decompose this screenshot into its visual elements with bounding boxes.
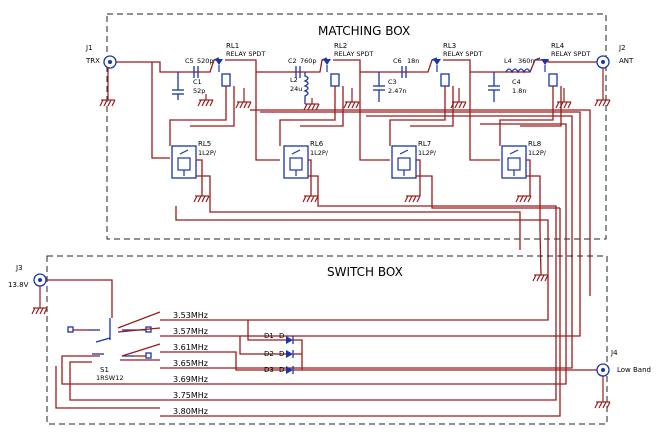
c6-value: 18n bbox=[407, 57, 419, 65]
c5-ref: C5 bbox=[185, 57, 194, 65]
l4-value: 360n bbox=[518, 57, 535, 65]
l2-value: 24u bbox=[290, 85, 302, 93]
freq-4: 3.65MHz bbox=[173, 359, 208, 368]
l2-ref: L2 bbox=[290, 76, 298, 84]
j1-name: TRX bbox=[85, 57, 100, 65]
rl8-type: 1L2P/ bbox=[528, 149, 547, 157]
c5-value: 520p bbox=[197, 57, 214, 65]
rl6-type: 1L2P/ bbox=[310, 149, 329, 157]
freq-2: 3.57MHz bbox=[173, 327, 208, 336]
j4-ref: J4 bbox=[610, 349, 618, 357]
d2-ref: D2 bbox=[264, 350, 274, 358]
rl4-type: RELAY SPDT bbox=[551, 50, 590, 58]
s1-type: 1RSW12 bbox=[96, 374, 123, 382]
d2-type: D bbox=[279, 350, 284, 358]
c1-value: 52p bbox=[193, 87, 205, 95]
c3-ref: C3 bbox=[388, 78, 397, 86]
rl1-ref: RL1 bbox=[226, 42, 239, 50]
c2-value: 760p bbox=[300, 57, 317, 65]
rl5-ref: RL5 bbox=[198, 140, 211, 148]
j3-ref: J3 bbox=[15, 264, 23, 272]
d1-type: D bbox=[279, 332, 284, 340]
c4-value: 1.8n bbox=[512, 87, 526, 95]
j2-name: ANT bbox=[619, 57, 634, 65]
switch-box-border bbox=[46, 255, 608, 425]
c4-ref: C4 bbox=[512, 78, 521, 86]
rl6-ref: RL6 bbox=[310, 140, 324, 148]
rl2-ref: RL2 bbox=[334, 42, 347, 50]
c6-ref: C6 bbox=[393, 57, 402, 65]
j4-name: Low Band bbox=[617, 366, 651, 374]
freq-7: 3.80MHz bbox=[173, 407, 208, 416]
j4-connector[interactable] bbox=[596, 363, 610, 377]
j1-ref: J1 bbox=[85, 44, 93, 52]
switch-box-title: SWITCH BOX bbox=[327, 265, 403, 279]
c3-value: 2.47n bbox=[388, 87, 407, 95]
rl8-ref: RL8 bbox=[528, 140, 541, 148]
freq-5: 3.69MHz bbox=[173, 375, 208, 384]
s1-ref: S1 bbox=[100, 366, 109, 374]
freq-6: 3.75MHz bbox=[173, 391, 208, 400]
rl5-type: 1L2P/ bbox=[198, 149, 217, 157]
matching-box-border bbox=[106, 13, 607, 240]
c2-ref: C2 bbox=[288, 57, 297, 65]
j1-connector[interactable] bbox=[103, 55, 117, 69]
d3-type: D bbox=[279, 366, 284, 374]
j3-name: 13.8V bbox=[8, 281, 29, 289]
j2-ref: J2 bbox=[618, 44, 626, 52]
j3-connector[interactable] bbox=[33, 273, 47, 287]
freq-1: 3.53MHz bbox=[173, 311, 208, 320]
rl7-ref: RL7 bbox=[418, 140, 431, 148]
rl7-type: 1L2P/ bbox=[418, 149, 437, 157]
matching-box-title: MATCHING BOX bbox=[318, 24, 410, 38]
rl4-ref: RL4 bbox=[551, 42, 565, 50]
j2-connector[interactable] bbox=[596, 55, 610, 69]
rl2-type: RELAY SPDT bbox=[334, 50, 373, 58]
d3-ref: D3 bbox=[264, 366, 274, 374]
l4-ref: L4 bbox=[504, 57, 512, 65]
freq-3: 3.61MHz bbox=[173, 343, 208, 352]
rl3-ref: RL3 bbox=[443, 42, 456, 50]
rl1-type: RELAY SPDT bbox=[226, 50, 265, 58]
rl3-type: RELAY SPDT bbox=[443, 50, 482, 58]
d1-ref: D1 bbox=[264, 332, 274, 340]
c1-ref: C1 bbox=[193, 78, 202, 86]
